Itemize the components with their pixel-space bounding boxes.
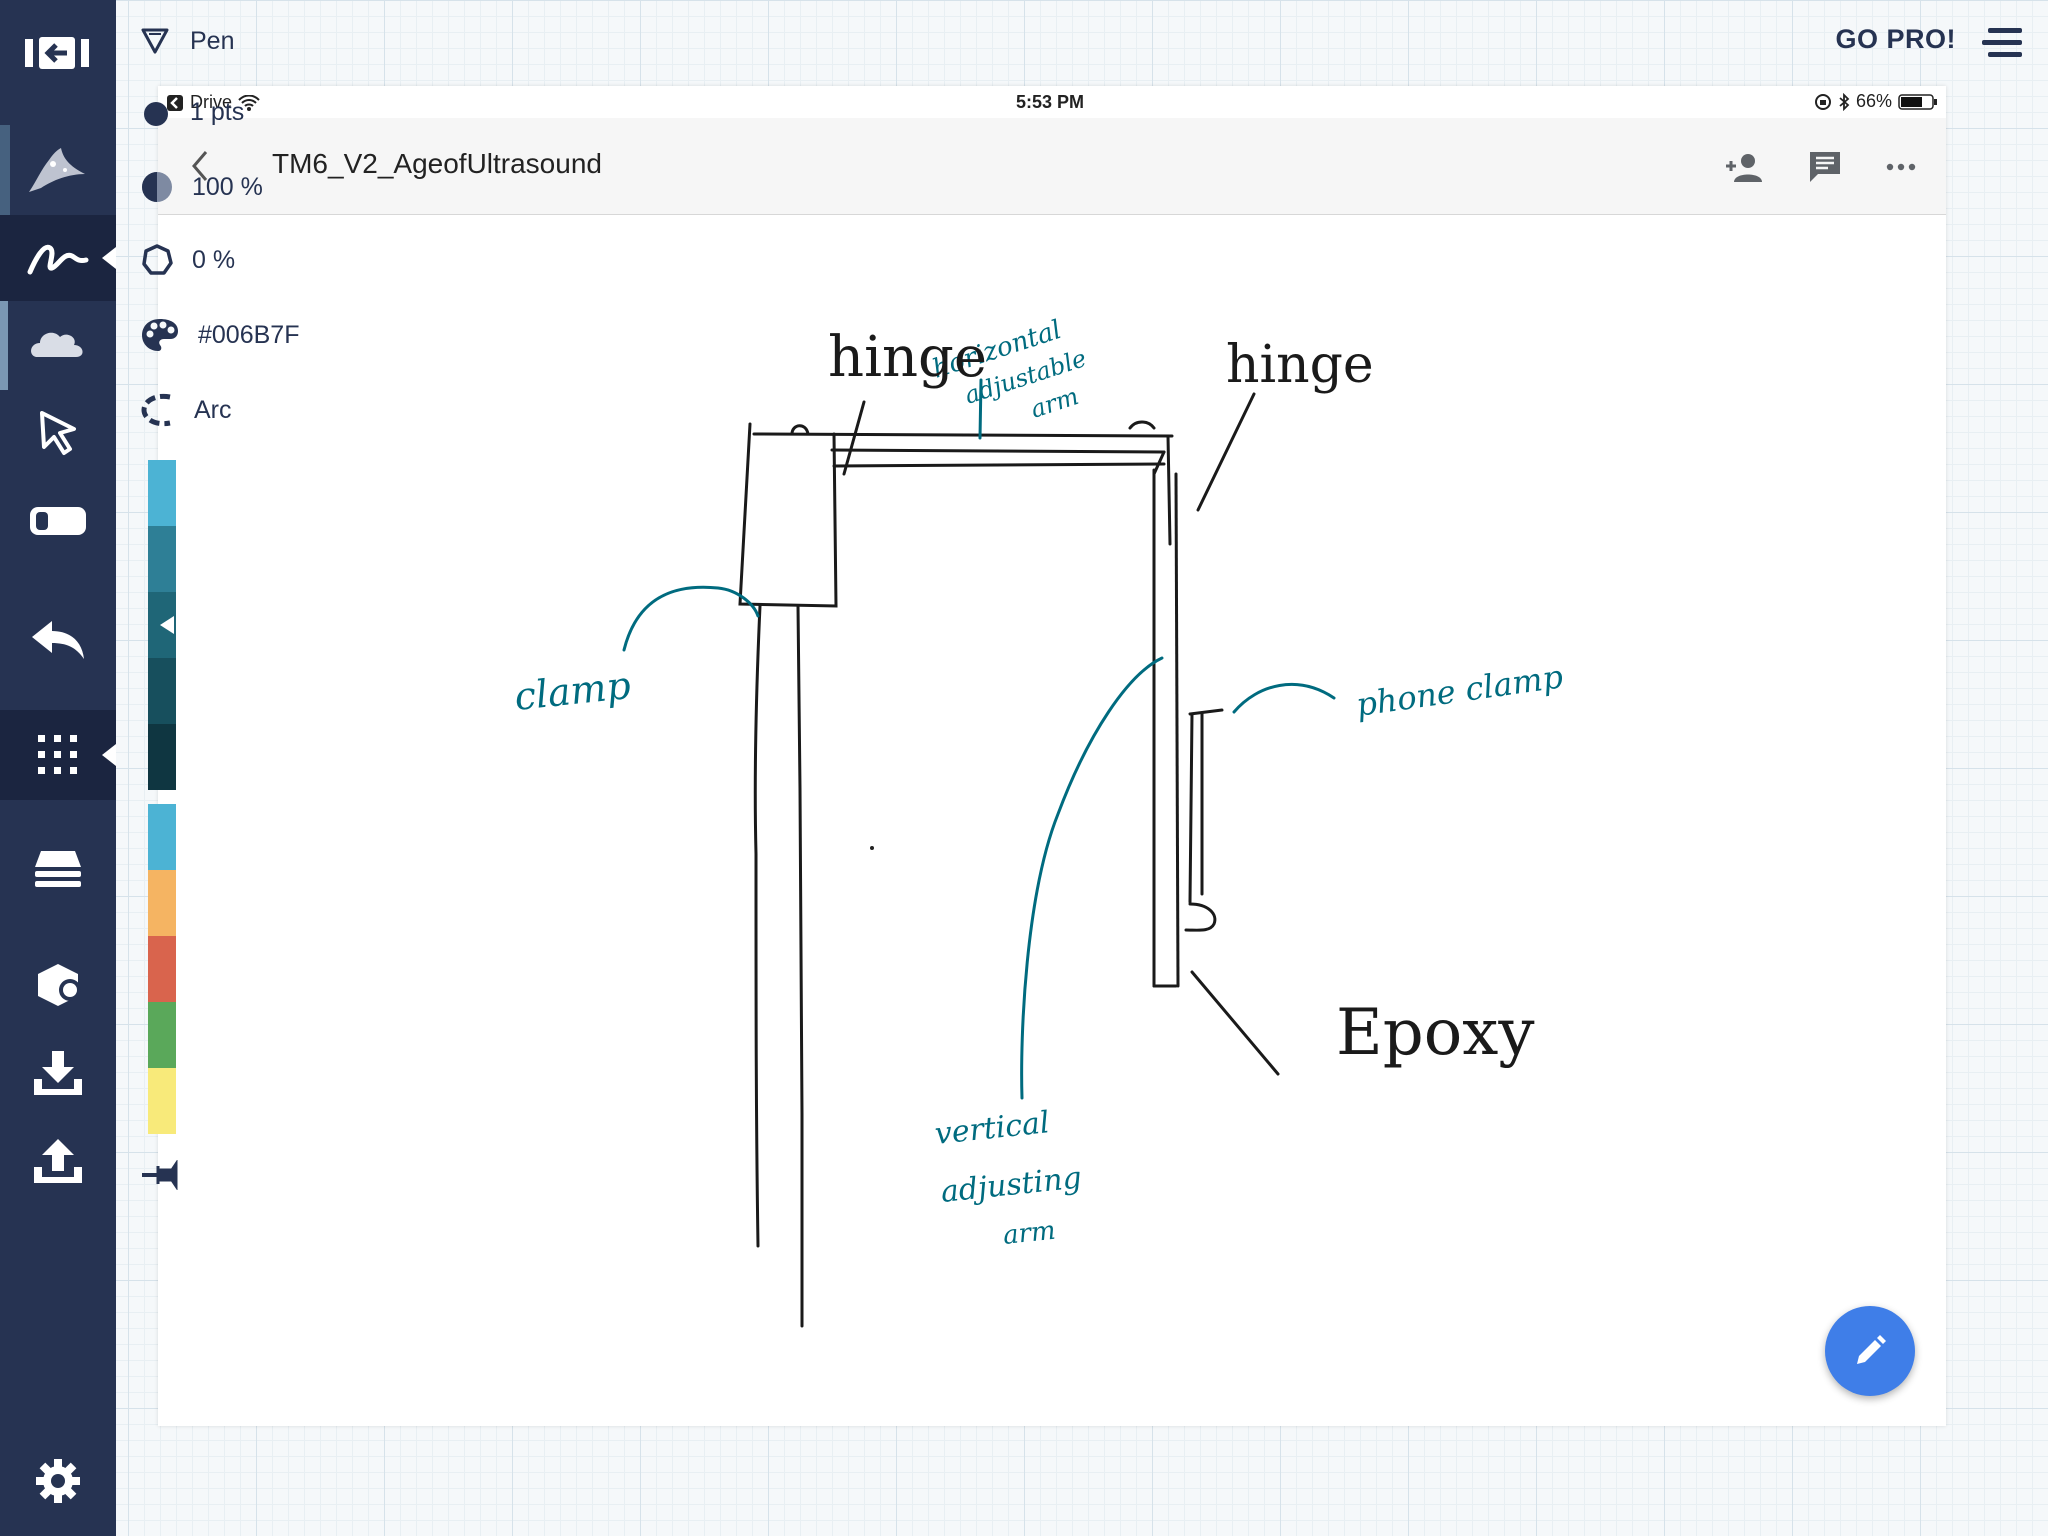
opacity-option[interactable]: 100 % (140, 165, 263, 209)
preset-swatch-green[interactable] (148, 1002, 176, 1068)
pencil-icon (1857, 1335, 1886, 1364)
size-value: 1 pts (190, 97, 245, 126)
import-button[interactable] (0, 1030, 116, 1116)
sidebar-accent (0, 215, 8, 390)
add-person-icon[interactable] (1724, 152, 1764, 184)
color-hex-value: #006B7F (198, 320, 300, 349)
export-icon (34, 1139, 82, 1183)
active-caret (102, 247, 116, 269)
layers-icon (35, 851, 81, 887)
settings-button[interactable] (0, 1438, 116, 1524)
sketch-label-clamp: clamp (512, 663, 632, 719)
select-icon (40, 411, 76, 455)
ios-status-bar: Drive 5:53 PM 66% (158, 86, 1946, 118)
comment-icon[interactable] (1808, 150, 1842, 184)
settings-icon (36, 1459, 80, 1503)
stroke-style-value: Arc (194, 395, 232, 424)
battery-icon (1898, 93, 1937, 110)
exit-icon (25, 37, 89, 69)
undo-icon (32, 621, 84, 659)
preset-swatch-orange[interactable] (148, 870, 176, 936)
document-title: TM6_V2_AgeofUltrasound (272, 148, 602, 179)
opacity-value: 100 % (192, 172, 263, 201)
eraser-button[interactable] (0, 478, 116, 564)
sidebar-accent (0, 125, 10, 215)
edit-fab-button[interactable] (1825, 1306, 1915, 1396)
tool-name: Pen (190, 26, 235, 55)
sketch-label-epoxy: Epoxy (1336, 996, 1534, 1070)
color-option[interactable]: #006B7F (140, 313, 299, 357)
opacity-icon (142, 172, 172, 202)
sketch-label-phone-clamp: phone clamp (1354, 657, 1565, 724)
eraser-icon (30, 507, 86, 535)
active-caret (102, 744, 116, 766)
orientation-lock-icon (1814, 93, 1831, 110)
selected-shade-marker (160, 616, 174, 634)
shade-swatch-selected[interactable] (148, 592, 176, 658)
smudge-button[interactable] (0, 302, 116, 388)
smoothing-icon (142, 244, 173, 275)
sketch-label-hinge-left: hinge (828, 325, 987, 390)
document-nav-bar: TM6_V2_AgeofUltrasound (158, 118, 1946, 215)
smoothing-value: 0 % (192, 245, 236, 274)
sketch-label-adjusting: adjusting (939, 1160, 1083, 1210)
smoothing-option[interactable]: 0 % (140, 238, 235, 282)
document-canvas[interactable]: Drive 5:53 PM 66% TM6_V2_AgeofUltrasound (158, 86, 1946, 1426)
pin-icon[interactable] (140, 1160, 184, 1190)
preset-swatch-red[interactable] (148, 936, 176, 1002)
stroke-style-option[interactable]: Arc (140, 388, 232, 432)
shade-swatch[interactable] (148, 724, 176, 790)
select-button[interactable] (0, 390, 116, 476)
layers-button[interactable] (0, 826, 116, 912)
export-button[interactable] (0, 1118, 116, 1204)
arc-stroke-icon (141, 393, 171, 427)
preset-swatch-yellow[interactable] (148, 1068, 176, 1134)
grid-menu-button[interactable] (0, 710, 116, 800)
sketch-label-hinge-right: hinge (1226, 335, 1374, 395)
shade-swatch[interactable] (148, 658, 176, 724)
menu-icon[interactable] (1980, 26, 2024, 60)
sketch-label-arm-bottom: arm (1002, 1216, 1057, 1251)
brush-preview-icon (29, 148, 85, 192)
shade-swatch[interactable] (148, 460, 176, 526)
size-option[interactable]: 1 pts (140, 90, 244, 134)
tool-sidebar (0, 0, 116, 1536)
shapes-button[interactable] (0, 942, 116, 1028)
preset-swatch-blue[interactable] (148, 804, 176, 870)
wifi-icon (238, 94, 260, 111)
import-icon (34, 1051, 82, 1095)
grid-menu-icon (38, 735, 77, 774)
battery-percent: 66% (1855, 91, 1892, 111)
undo-button[interactable] (0, 596, 116, 682)
palette-icon (142, 319, 178, 351)
back-app-label[interactable]: Drive (190, 92, 233, 112)
smudge-icon (31, 332, 83, 357)
bluetooth-icon (1839, 92, 1850, 111)
shade-swatch[interactable] (148, 526, 176, 592)
exit-button[interactable] (0, 10, 116, 96)
pen-tool-button[interactable] (0, 215, 116, 301)
tool-dropdown-icon[interactable] (140, 26, 170, 56)
go-pro-link[interactable]: GO PRO! (1835, 24, 1956, 54)
sketch-label-vertical: vertical (933, 1105, 1051, 1152)
back-app-icon (167, 94, 183, 111)
shapes-icon (38, 964, 81, 1006)
tool-header[interactable]: Pen (140, 18, 234, 64)
back-chevron-icon[interactable] (188, 146, 212, 186)
status-time: 5:53 PM (1016, 92, 1085, 112)
color-palette (148, 460, 176, 1134)
size-icon (144, 102, 168, 126)
sketch-drawing[interactable]: clamp horizontal adjustable arm phone cl… (158, 214, 1946, 1426)
more-icon[interactable] (1886, 162, 1916, 172)
brush-preview-button[interactable] (0, 125, 116, 215)
pen-tool-icon (27, 244, 89, 275)
